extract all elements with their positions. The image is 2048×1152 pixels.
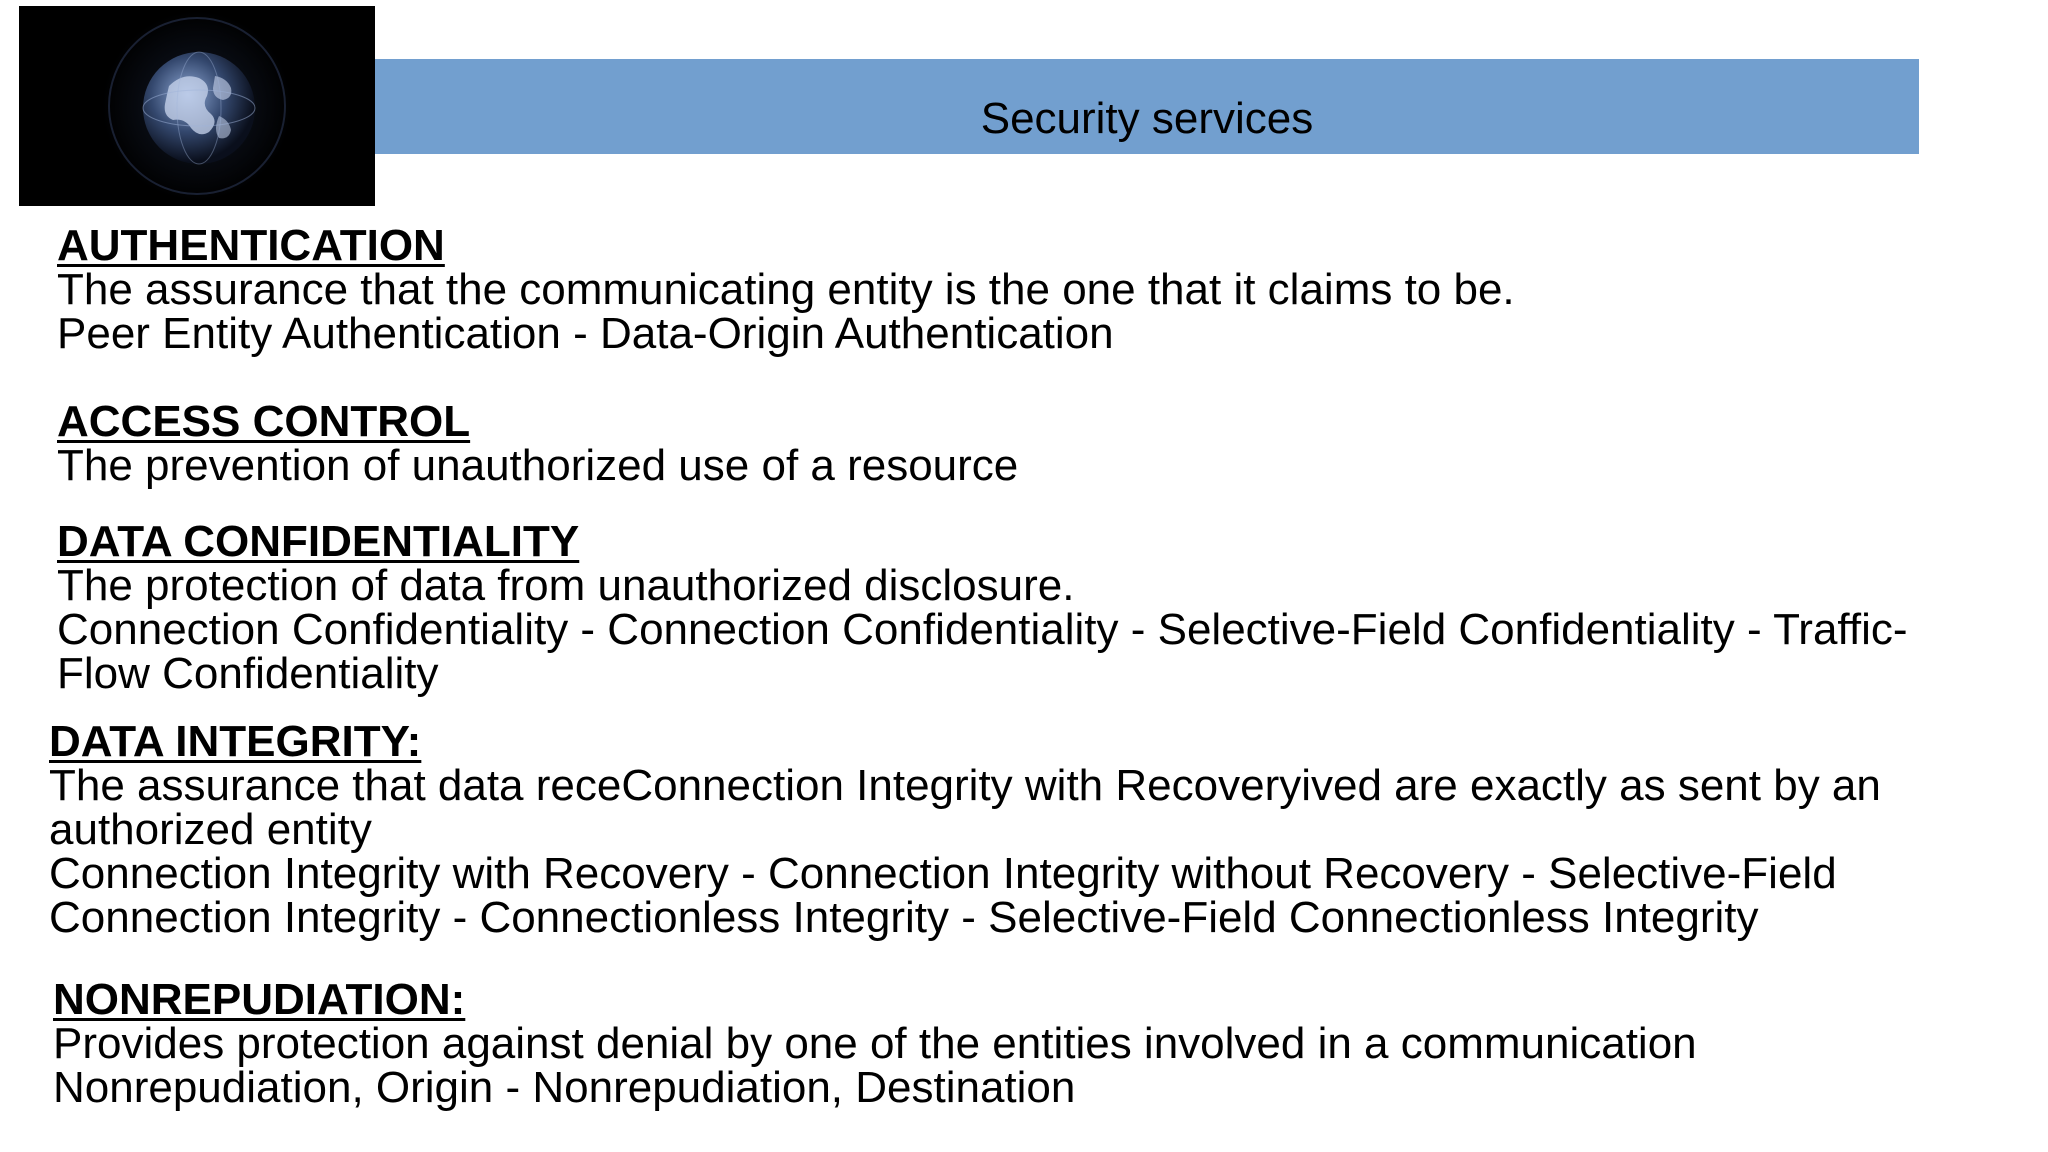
section-data-confidentiality: DATA CONFIDENTIALITY The protection of d… <box>57 520 1908 696</box>
section-line: The prevention of unauthorized use of a … <box>57 441 1019 490</box>
section-line: Connection Confidentiality - Connection … <box>57 605 1908 654</box>
section-line: Connection Integrity with Recovery - Con… <box>49 849 1837 898</box>
section-line: The protection of data from unauthorized… <box>57 561 1075 610</box>
section-nonrepudiation: NONREPUDIATION: Provides protection agai… <box>53 978 1697 1110</box>
section-heading: DATA INTEGRITY: <box>49 717 422 766</box>
section-line: Connection Integrity - Connectionless In… <box>49 893 1759 942</box>
section-heading: ACCESS CONTROL <box>57 397 471 446</box>
section-line: authorized entity <box>49 805 372 854</box>
section-authentication: AUTHENTICATION The assurance that the co… <box>57 224 1515 356</box>
section-line: Peer Entity Authentication - Data-Origin… <box>57 309 1114 358</box>
section-data-integrity: DATA INTEGRITY: The assurance that data … <box>49 720 1881 940</box>
section-line: The assurance that data receConnection I… <box>49 761 1881 810</box>
section-line: The assurance that the communicating ent… <box>57 265 1515 314</box>
section-access-control: ACCESS CONTROL The prevention of unautho… <box>57 400 1018 488</box>
section-line: Provides protection against denial by on… <box>53 1019 1697 1068</box>
globe-icon <box>19 6 375 206</box>
globe-logo <box>19 6 375 206</box>
section-line: Flow Confidentiality <box>57 649 439 698</box>
section-line: Nonrepudiation, Origin - Nonrepudiation,… <box>53 1063 1076 1112</box>
section-heading: AUTHENTICATION <box>57 221 445 270</box>
slide-title: Security services <box>980 94 1314 143</box>
section-heading: NONREPUDIATION: <box>53 975 466 1024</box>
section-heading: DATA CONFIDENTIALITY <box>57 517 580 566</box>
title-bar: Security services <box>375 59 1919 154</box>
